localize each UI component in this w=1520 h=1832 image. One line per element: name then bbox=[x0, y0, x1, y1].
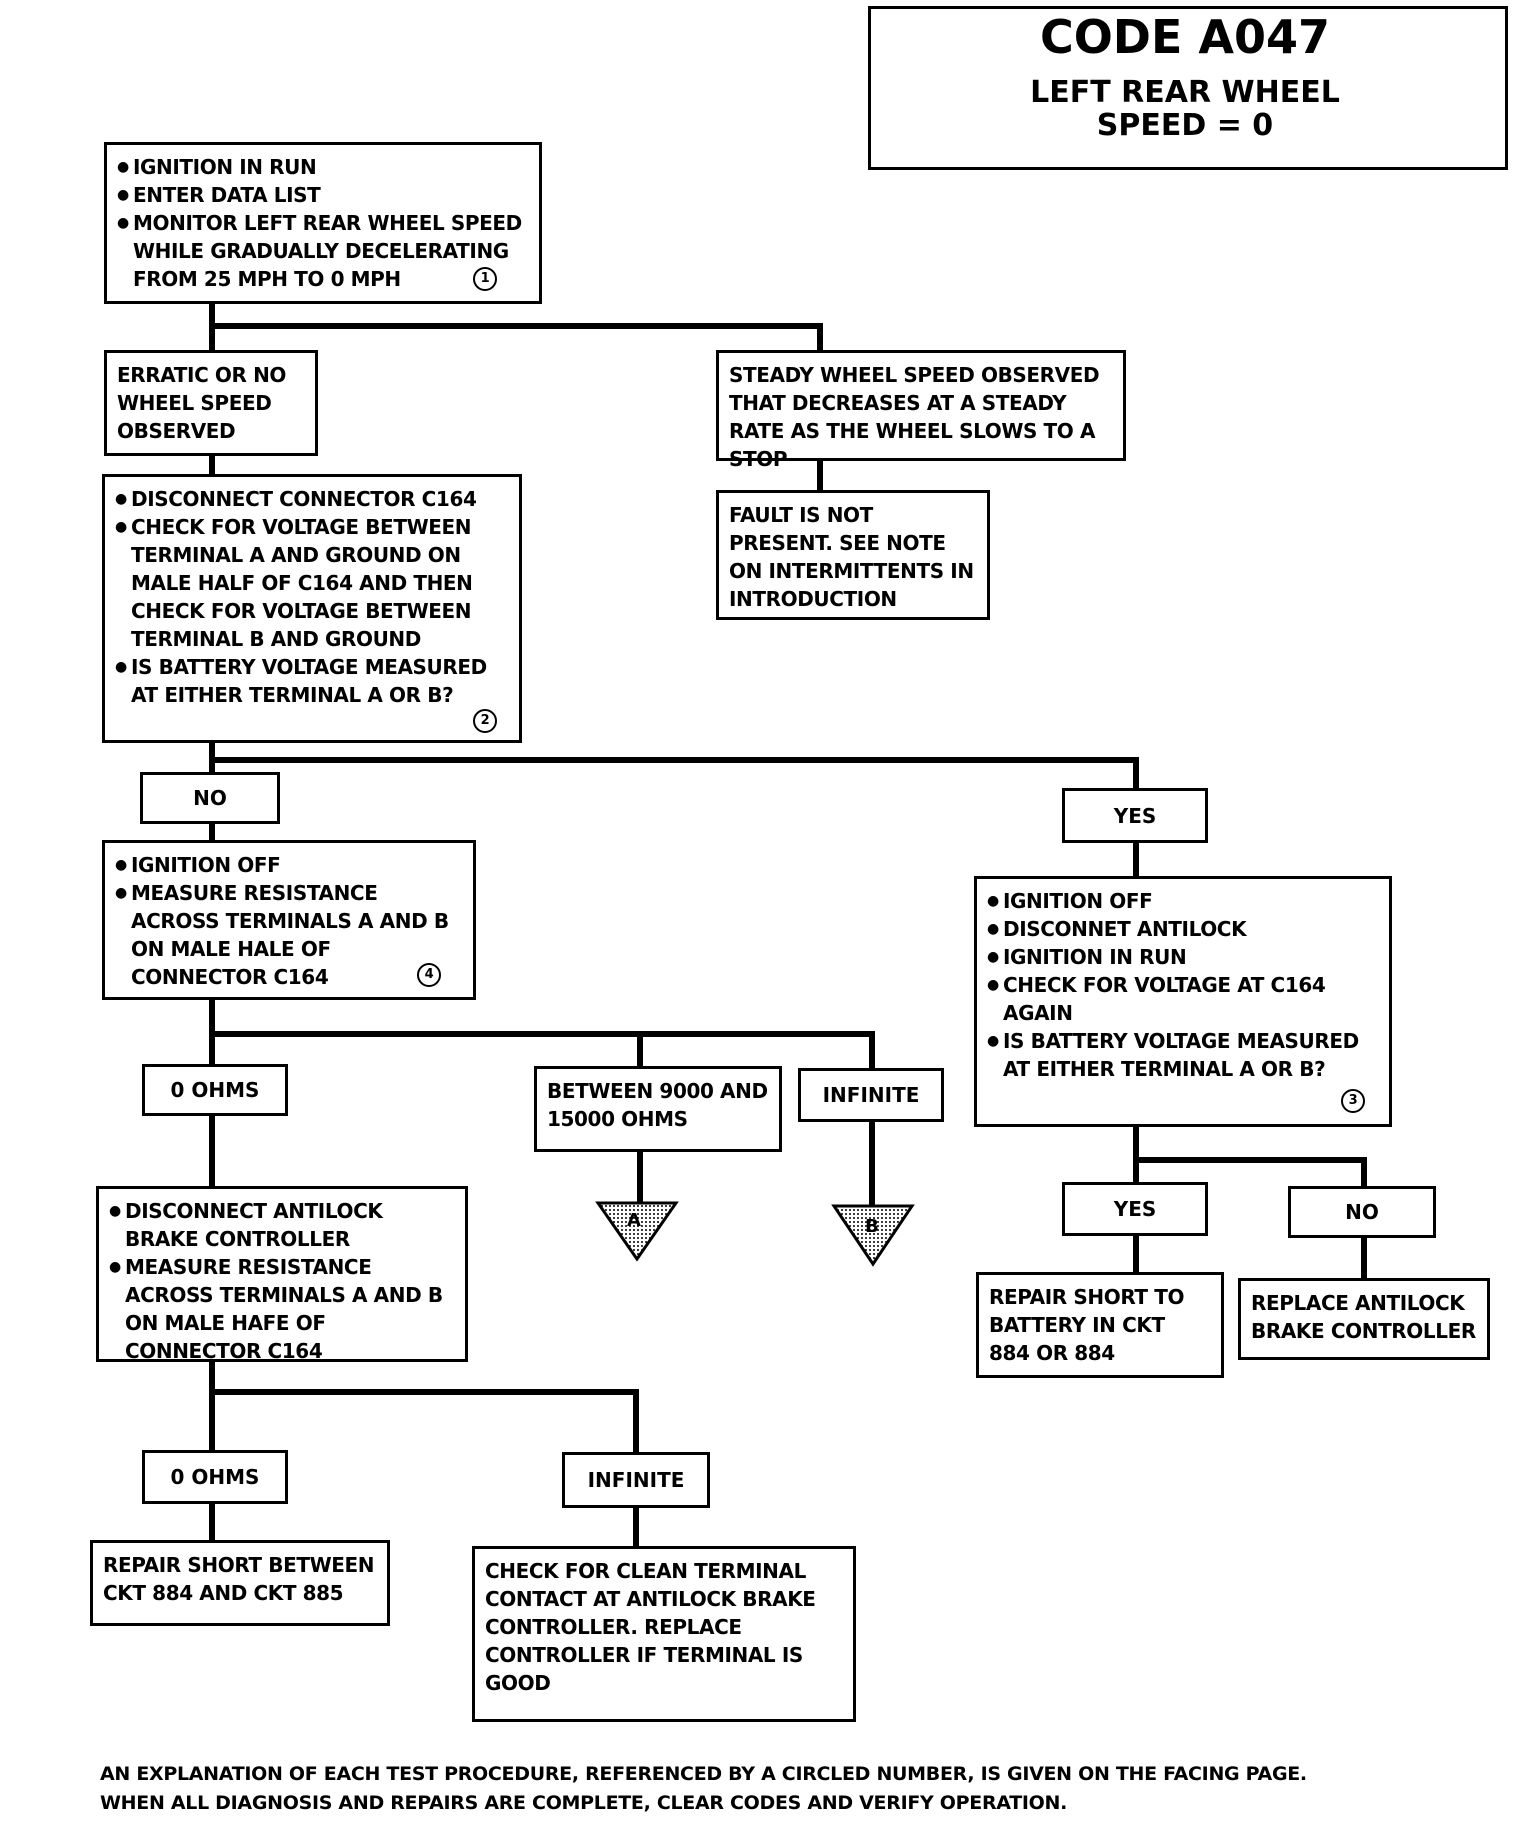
disconnect-controller-item: DISCONNECT ANTILOCK BRAKE CONTROLLER bbox=[109, 1197, 455, 1253]
repair-short-battery-text: REPAIR SHORT TO BATTERY IN CKT 884 OR 88… bbox=[989, 1285, 1185, 1365]
check-voltage-list: DISCONNECT CONNECTOR C164 CHECK FOR VOLT… bbox=[115, 485, 509, 709]
disconnect-controller-list: DISCONNECT ANTILOCK BRAKE CONTROLLER MEA… bbox=[109, 1197, 455, 1365]
steady-text: STEADY WHEEL SPEED OBSERVED THAT DECREAS… bbox=[729, 363, 1100, 471]
clean-terminal-text: CHECK FOR CLEAN TERMINAL CONTACT AT ANTI… bbox=[485, 1559, 816, 1695]
connector-b-label: B bbox=[865, 1216, 879, 1237]
code-title: CODE A047 bbox=[1039, 10, 1331, 64]
branch-label-yes: YES bbox=[1062, 788, 1208, 843]
measure-resistance-box: IGNITION OFF MEASURE RESISTANCE ACROSS T… bbox=[102, 840, 476, 1000]
footer-notes: AN EXPLANATION OF EACH TEST PROCEDURE, R… bbox=[100, 1760, 1480, 1818]
measure-resistance-item: MEASURE RESISTANCE ACROSS TERMINALS A AN… bbox=[115, 879, 463, 991]
erratic-speed-box: ERRATIC OR NO WHEEL SPEED OBSERVED bbox=[104, 350, 318, 456]
connector-a-triangle bbox=[595, 1201, 679, 1262]
connector-a-label: A bbox=[627, 1210, 641, 1231]
branch-label-zero-ohms-2: 0 OHMS bbox=[142, 1450, 288, 1504]
repair-short-between-text: REPAIR SHORT BETWEEN CKT 884 AND CKT 885 bbox=[103, 1553, 375, 1605]
start-item: MONITOR LEFT REAR WHEEL SPEED WHILE GRAD… bbox=[117, 209, 529, 293]
title-frame bbox=[868, 6, 1508, 170]
step-number-2: 2 bbox=[473, 709, 497, 733]
branch-label-infinite-2: INFINITE bbox=[562, 1452, 710, 1508]
branch-label-no-2: NO bbox=[1288, 1186, 1436, 1238]
branch-label-no: NO bbox=[140, 772, 280, 824]
step-number-4: 4 bbox=[417, 963, 441, 987]
antilock-check-box: IGNITION OFF DISCONNET ANTILOCK IGNITION… bbox=[974, 876, 1392, 1127]
antilock-check-item: CHECK FOR VOLTAGE AT C164 AGAIN bbox=[987, 971, 1379, 1027]
footer-line-2: WHEN ALL DIAGNOSIS AND REPAIRS ARE COMPL… bbox=[100, 1792, 1068, 1814]
start-step-list: IGNITION IN RUN ENTER DATA LIST MONITOR … bbox=[117, 153, 529, 293]
between-ohms-box: BETWEEN 9000 AND 15000 OHMS bbox=[534, 1066, 782, 1152]
branch-label-infinite: INFINITE bbox=[798, 1068, 944, 1122]
antilock-check-item: DISCONNET ANTILOCK bbox=[987, 915, 1379, 943]
start-step-box: IGNITION IN RUN ENTER DATA LIST MONITOR … bbox=[104, 142, 542, 304]
steady-speed-box: STEADY WHEEL SPEED OBSERVED THAT DECREAS… bbox=[716, 350, 1126, 471]
antilock-check-list: IGNITION OFF DISCONNET ANTILOCK IGNITION… bbox=[987, 887, 1379, 1083]
check-voltage-item: IS BATTERY VOLTAGE MEASURED AT EITHER TE… bbox=[115, 653, 509, 709]
footer-line-1: AN EXPLANATION OF EACH TEST PROCEDURE, R… bbox=[100, 1763, 1307, 1785]
step-number-3: 3 bbox=[1341, 1089, 1365, 1113]
repair-short-battery-box: REPAIR SHORT TO BATTERY IN CKT 884 OR 88… bbox=[976, 1272, 1224, 1378]
connector-b-triangle bbox=[831, 1204, 915, 1267]
clean-terminal-box: CHECK FOR CLEAN TERMINAL CONTACT AT ANTI… bbox=[472, 1546, 856, 1722]
code-subtitle: LEFT REAR WHEEL SPEED = 0 bbox=[870, 76, 1500, 142]
check-voltage-item: CHECK FOR VOLTAGE BETWEEN TERMINAL A AND… bbox=[115, 513, 509, 653]
disconnect-controller-box: DISCONNECT ANTILOCK BRAKE CONTROLLER MEA… bbox=[96, 1186, 468, 1365]
start-item: IGNITION IN RUN bbox=[117, 153, 529, 181]
between-ohms-text: BETWEEN 9000 AND 15000 OHMS bbox=[547, 1079, 768, 1131]
check-voltage-box: DISCONNECT CONNECTOR C164 CHECK FOR VOLT… bbox=[102, 474, 522, 743]
start-item: ENTER DATA LIST bbox=[117, 181, 529, 209]
repair-short-between-box: REPAIR SHORT BETWEEN CKT 884 AND CKT 885 bbox=[90, 1540, 390, 1626]
check-voltage-item: DISCONNECT CONNECTOR C164 bbox=[115, 485, 509, 513]
replace-controller-text: REPLACE ANTILOCK BRAKE CONTROLLER bbox=[1251, 1291, 1476, 1343]
branch-label-zero-ohms: 0 OHMS bbox=[142, 1064, 288, 1116]
subtitle-line-2: SPEED = 0 bbox=[1096, 108, 1274, 143]
disconnect-controller-item: MEASURE RESISTANCE ACROSS TERMINALS A AN… bbox=[109, 1253, 455, 1365]
erratic-text: ERRATIC OR NO WHEEL SPEED OBSERVED bbox=[117, 363, 287, 443]
antilock-check-item: IS BATTERY VOLTAGE MEASURED AT EITHER TE… bbox=[987, 1027, 1379, 1083]
fault-not-present-box: FAULT IS NOT PRESENT. SEE NOTE ON INTERM… bbox=[716, 490, 990, 620]
branch-label-yes-2: YES bbox=[1062, 1182, 1208, 1236]
fault-not-present-text: FAULT IS NOT PRESENT. SEE NOTE ON INTERM… bbox=[729, 503, 974, 611]
replace-controller-box: REPLACE ANTILOCK BRAKE CONTROLLER bbox=[1238, 1278, 1490, 1360]
antilock-check-item: IGNITION OFF bbox=[987, 887, 1379, 915]
step-number-1: 1 bbox=[473, 267, 497, 291]
subtitle-line-1: LEFT REAR WHEEL bbox=[1030, 75, 1340, 110]
measure-resistance-item: IGNITION OFF bbox=[115, 851, 463, 879]
antilock-check-item: IGNITION IN RUN bbox=[987, 943, 1379, 971]
measure-resistance-list: IGNITION OFF MEASURE RESISTANCE ACROSS T… bbox=[115, 851, 463, 991]
